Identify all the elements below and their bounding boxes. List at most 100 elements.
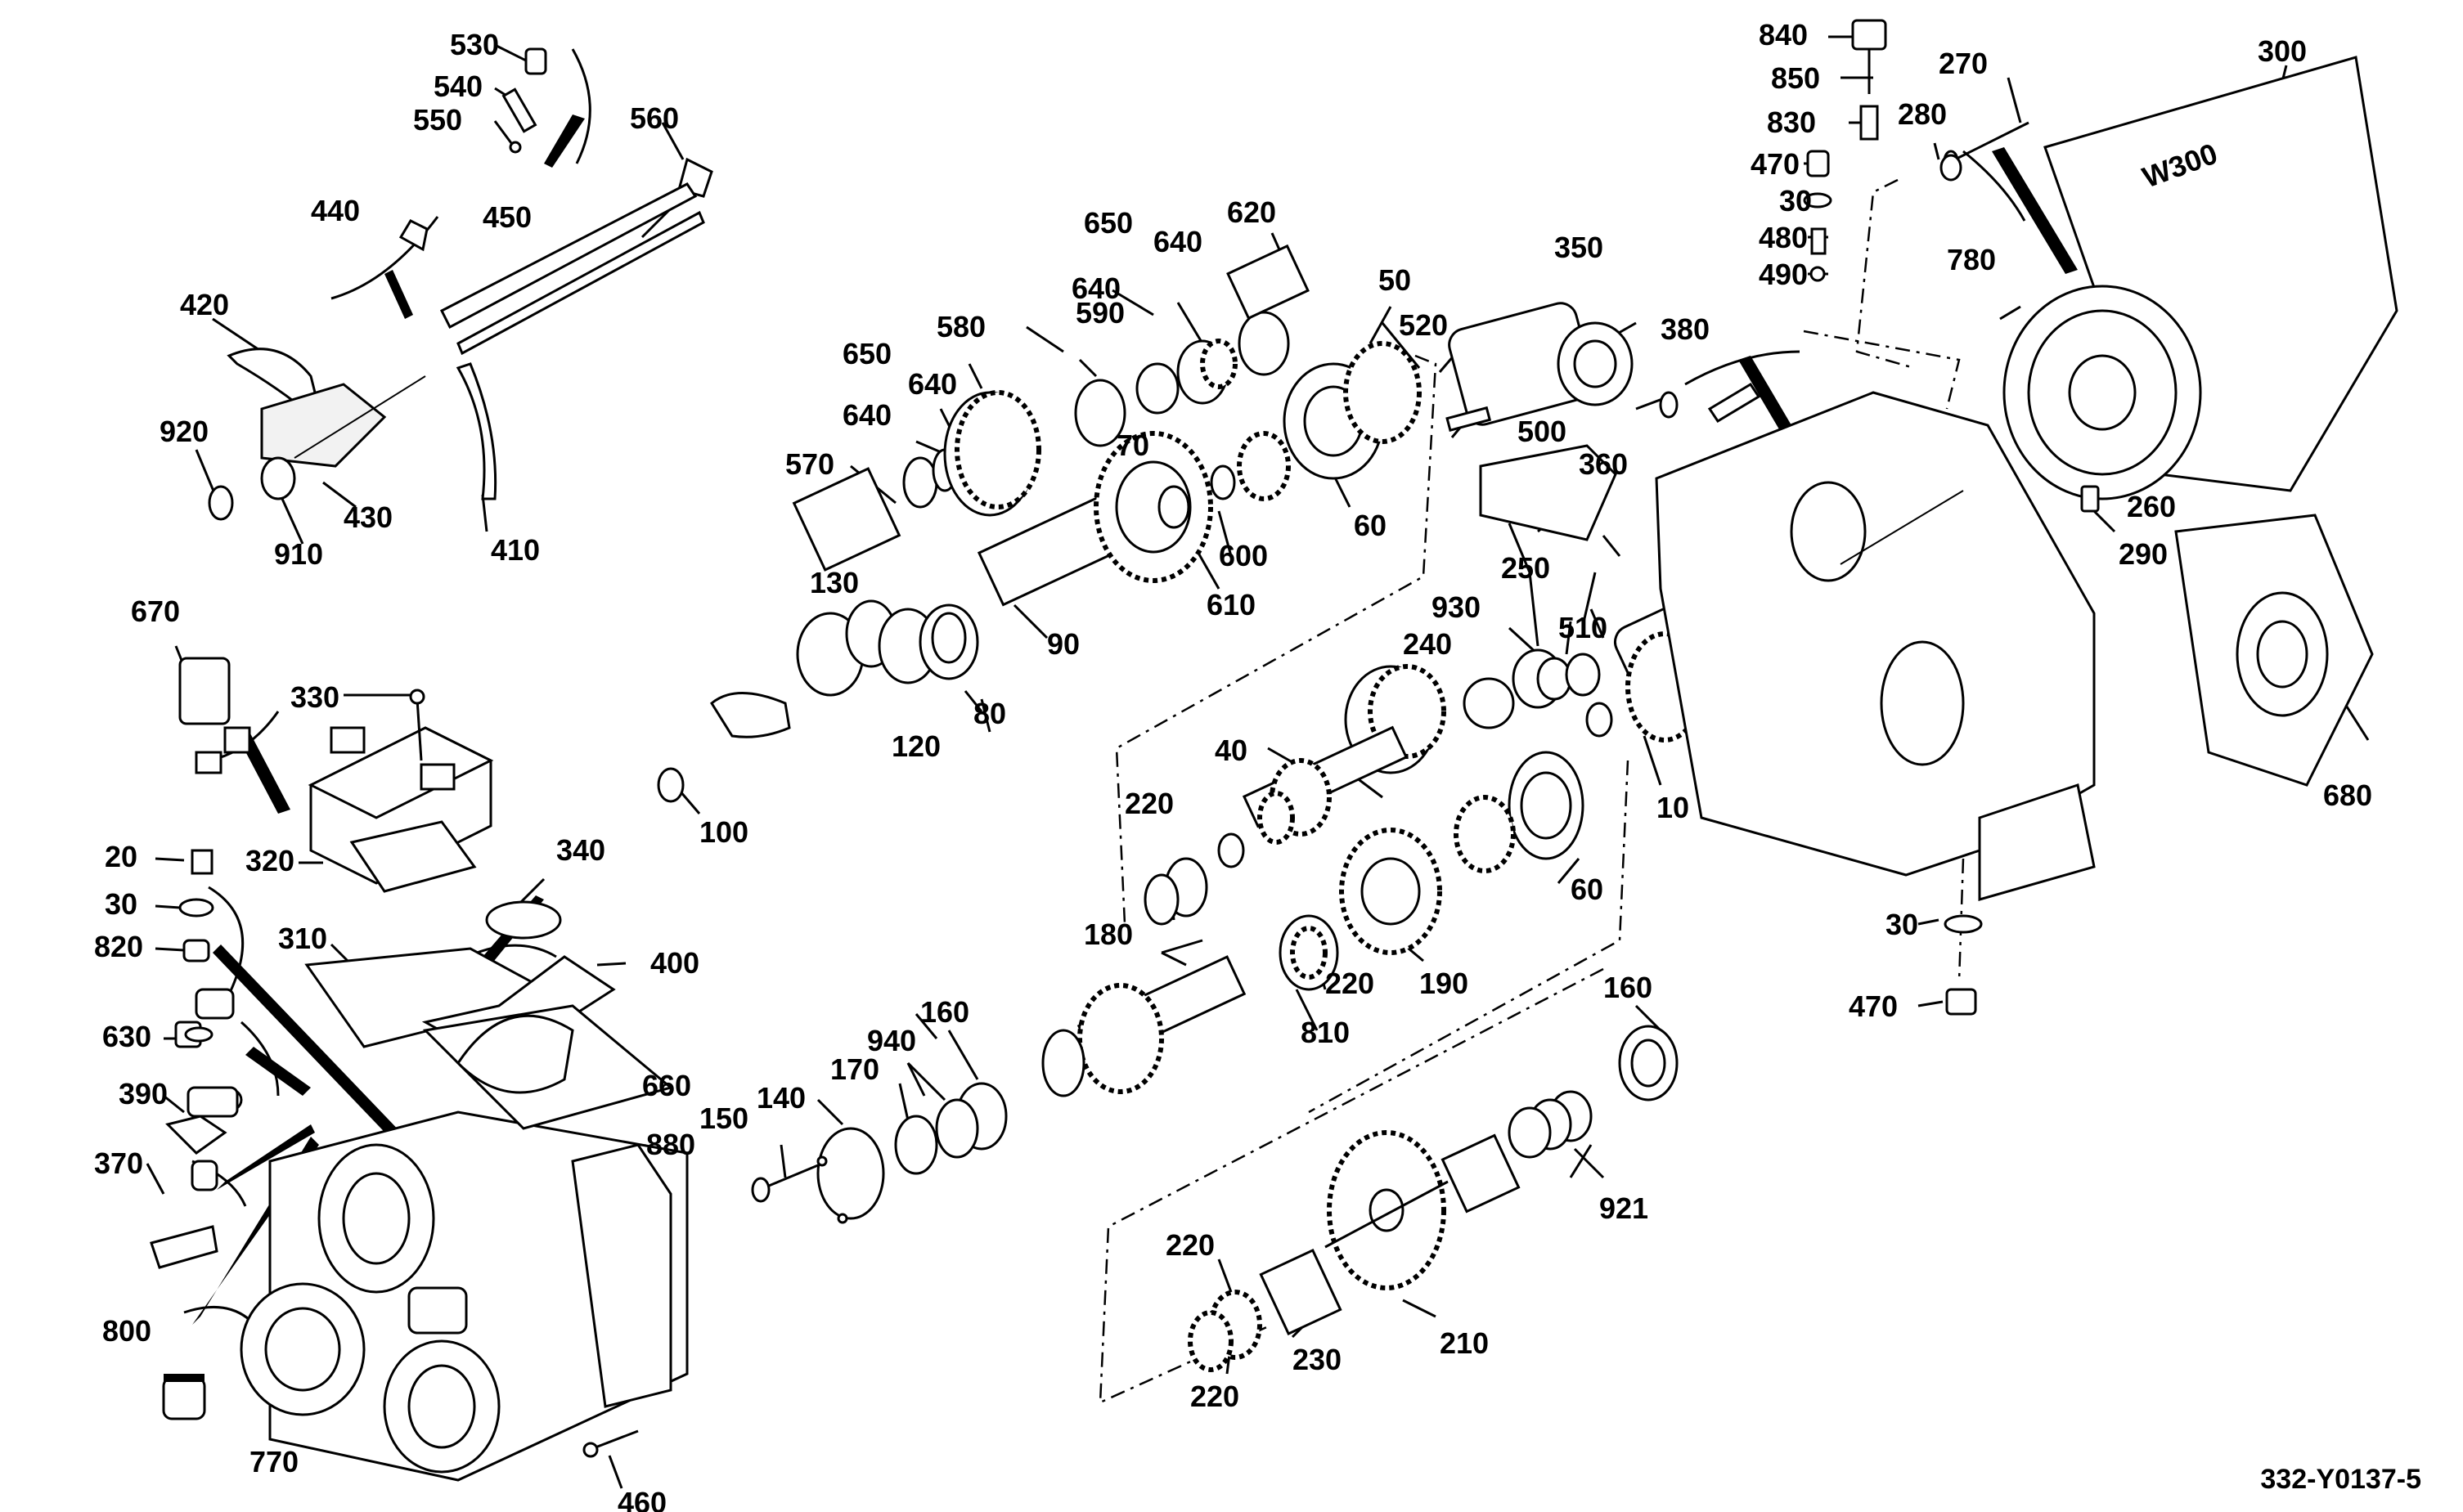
callout-800: 800 (102, 1314, 151, 1348)
callout-550: 550 (413, 103, 462, 137)
callout-640-a: 640 (1153, 225, 1202, 258)
callout-640-d: 640 (843, 398, 892, 432)
callout-310: 310 (278, 922, 327, 955)
callout-370: 370 (94, 1146, 143, 1180)
callout-280: 280 (1898, 97, 1947, 131)
callout-530: 530 (450, 28, 499, 61)
callout-320: 320 (245, 844, 294, 877)
callout-640-b: 640 (1072, 271, 1121, 305)
callout-660: 390 (119, 1077, 168, 1110)
callout-60-a: 60 (1354, 509, 1387, 542)
callout-260: 260 (2127, 490, 2176, 523)
callout-330: 330 (290, 680, 339, 714)
callout-80: 80 (973, 697, 1006, 730)
callout-921: 921 (1599, 1191, 1648, 1225)
callout-430: 430 (344, 500, 393, 534)
callout-380: 380 (1661, 312, 1710, 346)
main-housing-left (150, 849, 689, 1482)
callout-420: 420 (180, 288, 229, 321)
callout-120: 120 (892, 729, 941, 763)
callout-230: 230 (1292, 1343, 1342, 1376)
callout-30-b: 30 (1779, 184, 1812, 218)
callout-labels: 530 540 550 560 440 450 420 920 910 430 … (94, 18, 2372, 1512)
callout-270: 270 (1939, 47, 1988, 80)
callout-400: 400 (650, 946, 699, 980)
callout-570: 570 (785, 447, 834, 481)
callout-130: 130 (810, 566, 859, 599)
callout-390: 660 (642, 1069, 691, 1102)
callout-850: 850 (1771, 61, 1820, 95)
callout-290: 290 (2119, 537, 2168, 571)
callout-770: 770 (249, 1445, 299, 1478)
callout-180: 180 (1084, 918, 1133, 951)
callout-440: 440 (311, 194, 360, 227)
callout-880: 880 (646, 1128, 695, 1161)
callout-160-b: 160 (1603, 971, 1652, 1004)
callout-640-c: 640 (908, 367, 957, 401)
callout-190: 190 (1419, 967, 1468, 1000)
callout-170: 170 (830, 1052, 879, 1086)
callout-590: 590 (1076, 296, 1125, 330)
callout-580: 580 (937, 310, 986, 343)
callout-250: 250 (1501, 551, 1550, 585)
callout-160-a: 160 (920, 995, 969, 1029)
callout-930: 930 (1432, 590, 1481, 624)
callout-30-c: 30 (1885, 908, 1918, 941)
callout-910: 910 (274, 537, 323, 571)
callout-600: 600 (1219, 539, 1268, 572)
callout-350: 350 (1554, 231, 1603, 264)
callout-780: 780 (1947, 243, 1996, 276)
callout-40: 40 (1215, 734, 1247, 767)
callout-340: 340 (556, 833, 605, 867)
callout-300: 300 (2258, 34, 2307, 68)
callout-450: 450 (483, 200, 532, 234)
callout-140: 140 (757, 1081, 806, 1115)
callout-620: 620 (1227, 195, 1276, 229)
callout-540: 540 (434, 70, 483, 103)
callout-220-d: 220 (1190, 1380, 1239, 1413)
callout-650-b: 650 (843, 337, 892, 370)
callout-510: 510 (1558, 611, 1607, 644)
callout-920: 920 (160, 415, 209, 448)
callout-220-c: 220 (1166, 1228, 1215, 1262)
callout-90: 90 (1047, 627, 1080, 661)
callout-60-b: 60 (1571, 873, 1603, 906)
callout-650-a: 650 (1084, 206, 1133, 240)
callout-810: 810 (1301, 1016, 1350, 1049)
callout-50: 50 (1378, 263, 1411, 297)
callout-10: 10 (1656, 791, 1689, 824)
callout-240: 240 (1403, 627, 1452, 661)
callout-20: 20 (105, 840, 137, 873)
callout-560: 560 (630, 101, 679, 135)
callout-470-b: 470 (1849, 989, 1898, 1023)
callout-150: 150 (699, 1101, 748, 1135)
lower-shaft-assembly (1188, 1025, 1679, 1372)
callout-100: 100 (699, 815, 748, 849)
drawing-code: 332-Y0137-5 (2260, 1464, 2421, 1495)
callout-840: 840 (1759, 18, 1808, 52)
callout-210: 210 (1440, 1326, 1489, 1360)
callout-830: 830 (1767, 105, 1816, 139)
callout-470-a: 470 (1751, 147, 1800, 181)
right-housing-group: W300 (1655, 19, 2398, 1016)
callout-670: 670 (131, 594, 180, 628)
callout-630: 630 (102, 1020, 151, 1053)
callout-410: 410 (491, 533, 540, 567)
callout-680: 680 (2323, 778, 2372, 812)
callout-520: 520 (1399, 308, 1448, 342)
callout-360: 360 (1579, 447, 1628, 481)
grouping-frames (1099, 178, 1965, 1404)
callout-610: 610 (1207, 588, 1256, 621)
callout-820: 820 (94, 930, 143, 963)
upper-shaft-assembly (657, 244, 1422, 803)
callout-220-b: 220 (1325, 967, 1374, 1000)
callout-30-a: 30 (105, 887, 137, 921)
callout-480: 480 (1759, 221, 1808, 254)
callout-940: 940 (867, 1024, 916, 1057)
shift-forks-group (208, 47, 713, 521)
callout-460: 460 (618, 1486, 667, 1512)
callout-70: 70 (1117, 428, 1149, 462)
callout-500: 500 (1517, 415, 1566, 448)
callout-490: 490 (1759, 258, 1808, 291)
